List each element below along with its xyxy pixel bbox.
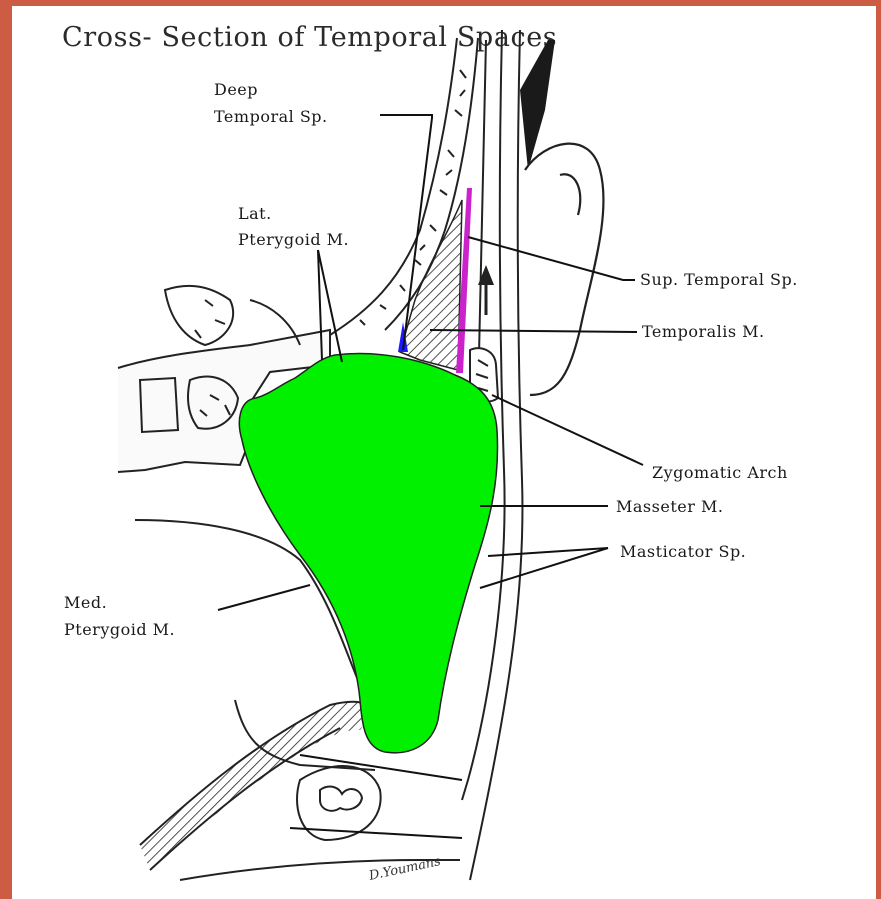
med-pterygoid-leader xyxy=(218,585,310,610)
label-deep-temporal-1: Deep xyxy=(214,80,258,99)
mandible-hatch xyxy=(140,702,375,870)
label-temporalis: Temporalis M. xyxy=(642,322,765,341)
label-med-pterygoid-2: Pterygoid M. xyxy=(64,620,175,639)
diagram-frame: Cross- Section of Temporal Spaces xyxy=(12,6,876,899)
label-masseter: Masseter M. xyxy=(616,497,723,516)
label-sup-temporal: Sup. Temporal Sp. xyxy=(640,270,798,289)
diagram-title: Cross- Section of Temporal Spaces xyxy=(62,22,557,53)
zygomatic-leader xyxy=(492,395,643,465)
label-zygomatic-arch: Zygomatic Arch xyxy=(652,463,788,482)
label-deep-temporal-2: Temporal Sp. xyxy=(214,107,328,126)
masticator-leader-b xyxy=(480,548,608,588)
masticator-leader-a xyxy=(488,548,608,556)
label-lat-pterygoid-2: Pterygoid M. xyxy=(238,230,349,249)
label-med-pterygoid-1: Med. xyxy=(64,593,107,612)
label-lat-pterygoid-1: Lat. xyxy=(238,204,272,223)
artist-signature: D.Youmans xyxy=(367,854,443,884)
masticator-space xyxy=(239,354,497,753)
cross-section-diagram: Cross- Section of Temporal Spaces xyxy=(12,6,876,899)
ear xyxy=(525,144,603,395)
label-masticator: Masticator Sp. xyxy=(620,542,746,561)
